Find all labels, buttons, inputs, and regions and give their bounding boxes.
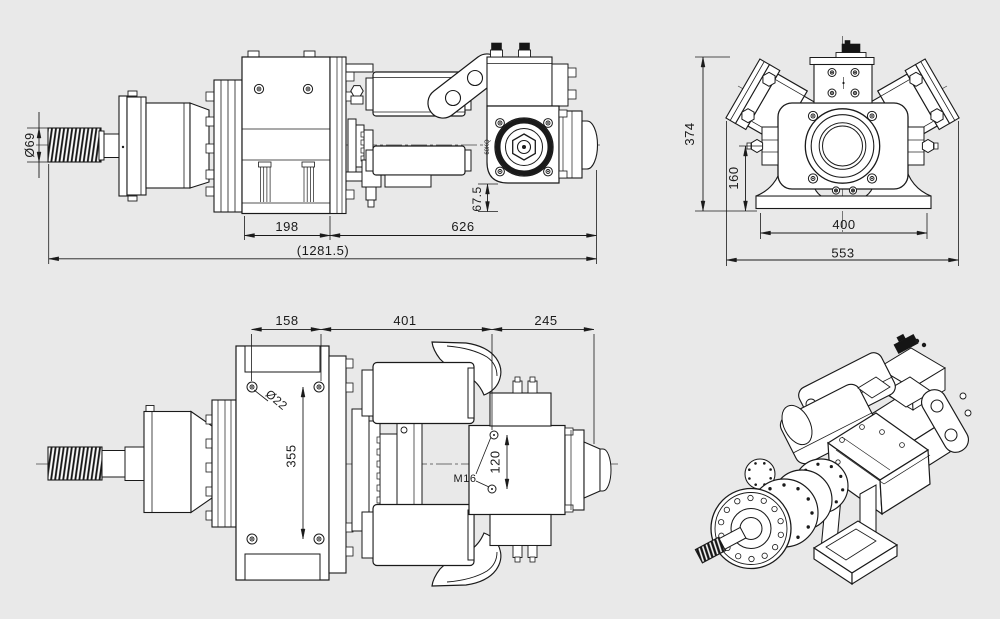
svg-text:198: 198 xyxy=(275,219,298,234)
svg-text:67.5: 67.5 xyxy=(470,186,484,211)
svg-text:(1281.5): (1281.5) xyxy=(297,243,349,258)
svg-text:626: 626 xyxy=(451,219,474,234)
svg-text:Ø69: Ø69 xyxy=(23,132,37,157)
svg-text:374: 374 xyxy=(682,122,697,145)
svg-text:M16: M16 xyxy=(454,473,477,485)
svg-text:158: 158 xyxy=(275,313,298,328)
svg-text:553: 553 xyxy=(831,246,854,261)
svg-text:60KQ: 60KQ xyxy=(485,139,491,155)
svg-text:120: 120 xyxy=(488,450,503,473)
svg-text:160: 160 xyxy=(726,166,741,189)
svg-text:401: 401 xyxy=(393,313,416,328)
svg-text:400: 400 xyxy=(832,217,855,232)
svg-text:355: 355 xyxy=(284,444,299,467)
svg-text:245: 245 xyxy=(534,313,557,328)
